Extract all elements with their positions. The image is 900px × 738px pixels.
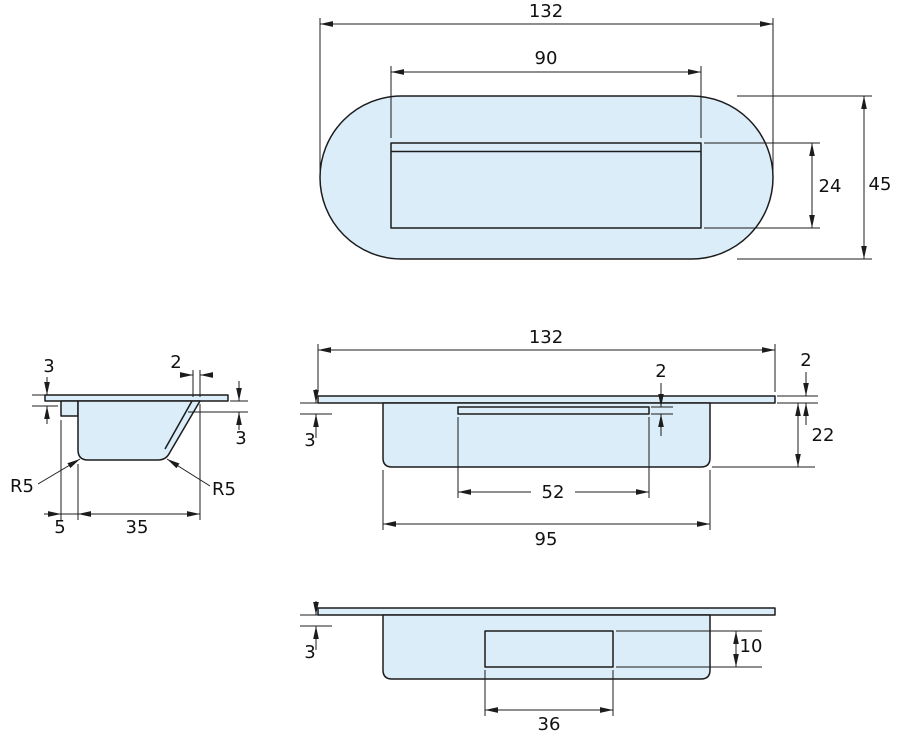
top-view-recess-outline: [390, 142, 702, 229]
dim-top-overall-width: [319, 18, 774, 170]
front-view: 132 2 2 3 22: [300, 327, 834, 550]
dim-label-section-cup-width: 35: [126, 517, 149, 538]
dim-front-lip-offset: [300, 389, 332, 438]
leader-radius-left: [37, 458, 81, 485]
dim-label-front-lip-offset: 3: [304, 430, 315, 451]
dim-label-radius-right: R5: [212, 479, 236, 500]
dim-front-body-depth: [712, 403, 815, 468]
dim-front-overall-width: [317, 344, 776, 392]
dim-label-front-body-width: 95: [535, 529, 558, 550]
dim-label-front-body-depth: 22: [812, 425, 835, 446]
dim-label-section-left-height: 3: [43, 356, 54, 377]
section-lip-inner-edge: [164, 400, 193, 450]
bottom-recess-outline: [484, 630, 614, 668]
dim-front-lip-thickness: [651, 383, 673, 436]
front-body: [382, 402, 711, 468]
dim-top-recess-width: [390, 66, 702, 138]
dim-label-bottom-recess-width: 36: [538, 714, 561, 735]
dim-label-section-lip-top-thickness: 2: [170, 352, 181, 373]
dim-bottom-recess-width: [484, 670, 614, 716]
dim-front-body-width: [382, 470, 711, 530]
front-lip: [457, 406, 650, 415]
dim-front-recess-width: [457, 417, 650, 498]
dim-label-top-recess-height: 24: [819, 176, 842, 197]
section-tab: [60, 400, 79, 417]
bottom-view: 3 10 36: [300, 601, 776, 735]
section-view: 3 2 3 R5 R5 5 35: [10, 352, 248, 538]
dim-label-top-overall-width: 132: [529, 1, 563, 22]
dim-label-bottom-recess-depth: 10: [740, 636, 763, 657]
dim-top-overall-height: [737, 95, 872, 260]
dim-label-front-recess-width: 52: [542, 482, 565, 503]
dim-label-front-lip-thickness: 2: [655, 361, 666, 382]
dim-label-front-overall-width: 132: [529, 327, 563, 348]
bottom-body: [382, 614, 711, 680]
bottom-flange: [317, 607, 776, 616]
dim-section-right-height: [188, 381, 248, 430]
dim-label-front-flange-thickness: 2: [800, 350, 811, 371]
dim-bottom-recess-depth: [616, 630, 762, 668]
top-view-body-outline: [319, 95, 774, 260]
dim-label-section-tab-offset: 5: [54, 517, 65, 538]
dim-bottom-lip-offset: [300, 601, 332, 650]
dim-label-bottom-lip-offset: 3: [304, 642, 315, 663]
section-cup: [77, 400, 201, 461]
leader-radius-right: [166, 458, 211, 487]
dim-label-radius-left: R5: [10, 476, 34, 497]
dim-top-recess-height: [704, 142, 820, 229]
dim-label-top-recess-width: 90: [535, 48, 558, 69]
top-view: 132 90 24 45: [319, 1, 892, 260]
front-flange: [317, 395, 776, 404]
dim-section-bottom-widths: [44, 404, 201, 520]
dim-section-lip-top-thickness: [180, 370, 213, 397]
dim-section-left-height: [32, 377, 58, 424]
dim-label-section-right-height: 3: [235, 428, 246, 449]
dim-label-top-overall-height: 45: [869, 174, 892, 195]
section-flange: [44, 394, 229, 402]
